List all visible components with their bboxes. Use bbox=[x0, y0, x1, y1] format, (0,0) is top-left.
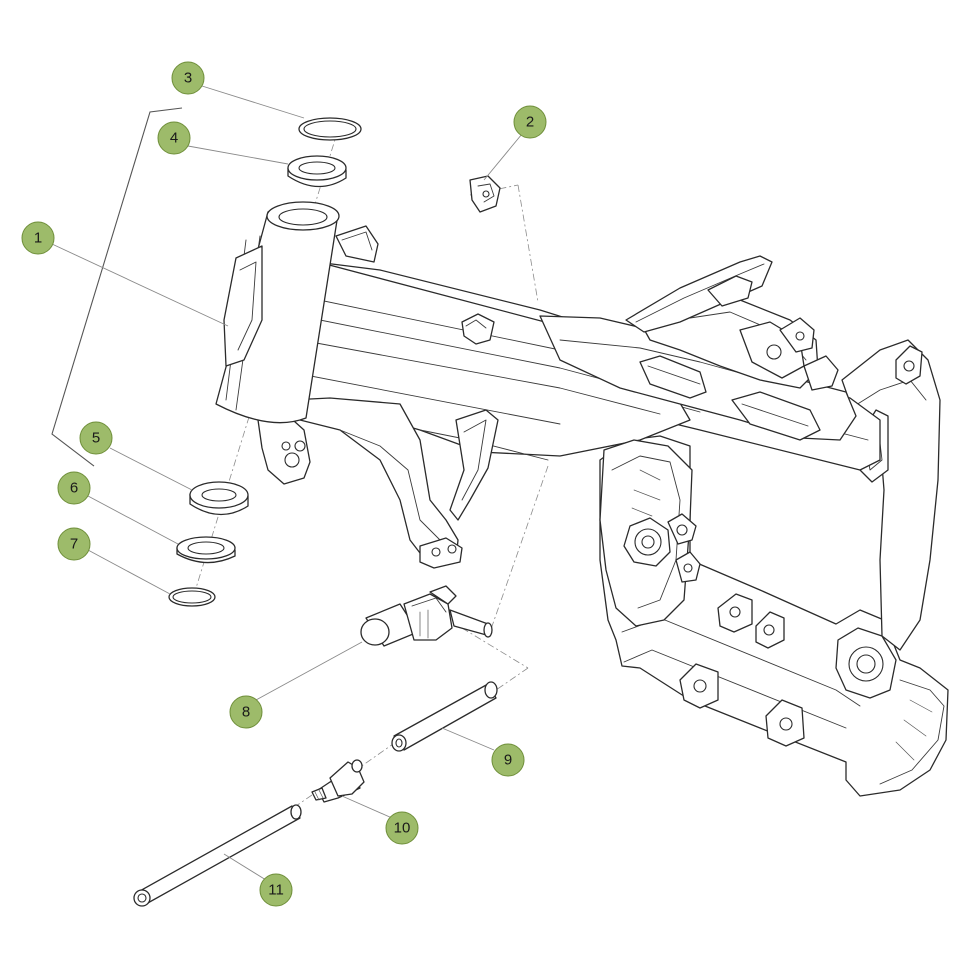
callout-2: 2 bbox=[513, 105, 547, 139]
callout-1: 1 bbox=[21, 221, 55, 255]
bearing-set-bracket bbox=[51, 107, 183, 467]
part-6-seal bbox=[176, 536, 236, 564]
callout-1-label: 1 bbox=[34, 230, 42, 247]
callout-3-badge bbox=[171, 61, 205, 95]
callout-10-label: 10 bbox=[394, 820, 411, 837]
callout-9-badge bbox=[491, 743, 525, 777]
callout-3-label: 3 bbox=[184, 70, 192, 87]
callout-5-label: 5 bbox=[92, 430, 100, 447]
callout-6: 6 bbox=[57, 471, 91, 505]
callout-10: 10 bbox=[385, 811, 419, 845]
callout-3: 3 bbox=[171, 61, 205, 95]
callout-7-badge bbox=[57, 527, 91, 561]
callout-5-badge bbox=[79, 421, 113, 455]
part-3-ring bbox=[298, 117, 362, 141]
part-2-clip bbox=[469, 175, 501, 213]
callout-7-label: 7 bbox=[70, 536, 78, 553]
part-8-sensor bbox=[360, 585, 493, 647]
part-9-tube bbox=[391, 681, 498, 752]
callout-4: 4 bbox=[157, 121, 191, 155]
callout-2-label: 2 bbox=[526, 114, 534, 131]
callout-10-badge bbox=[385, 811, 419, 845]
part-10-fitting bbox=[311, 759, 365, 803]
callout-11-label: 11 bbox=[268, 882, 284, 899]
callout-8: 8 bbox=[229, 695, 263, 729]
callout-2-badge bbox=[513, 105, 547, 139]
callout-7: 7 bbox=[57, 527, 91, 561]
callout-11-badge bbox=[259, 873, 293, 907]
part-7-ring bbox=[168, 587, 216, 607]
callout-1-badge bbox=[21, 221, 55, 255]
callout-9-label: 9 bbox=[504, 752, 512, 769]
leader-lines bbox=[51, 85, 523, 881]
part-5-bearing bbox=[189, 481, 249, 516]
part-4-bearing bbox=[287, 155, 347, 188]
callout-8-label: 8 bbox=[242, 704, 250, 721]
callout-9: 9 bbox=[491, 743, 525, 777]
callout-4-badge bbox=[157, 121, 191, 155]
callout-11: 11 bbox=[259, 873, 293, 907]
callout-6-label: 6 bbox=[70, 480, 78, 497]
callout-4-label: 4 bbox=[170, 130, 178, 147]
frame bbox=[215, 201, 949, 797]
callout-8-badge bbox=[229, 695, 263, 729]
part-11-tube bbox=[133, 804, 302, 907]
callout-5: 5 bbox=[79, 421, 113, 455]
callout-6-badge bbox=[57, 471, 91, 505]
